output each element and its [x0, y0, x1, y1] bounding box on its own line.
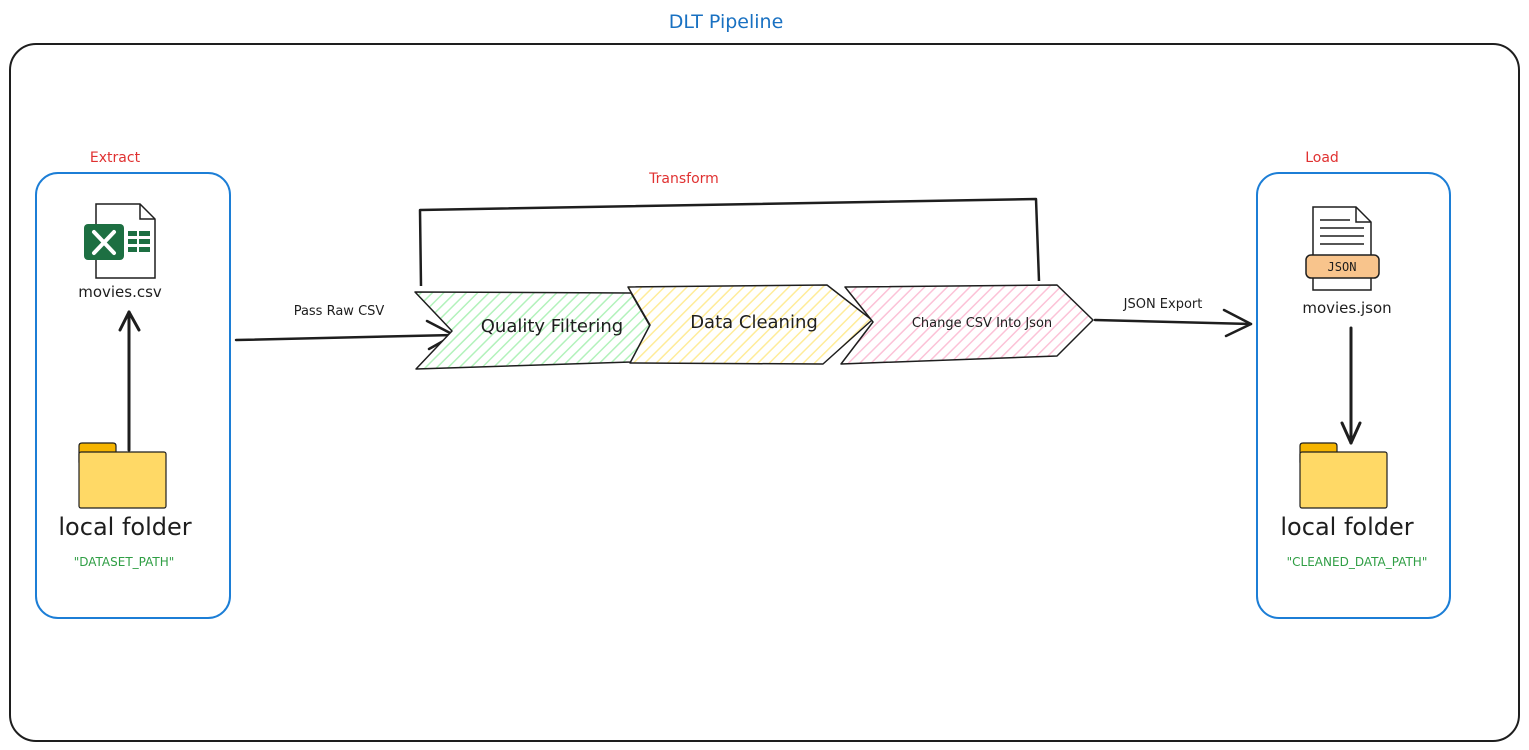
folder-icon: [1299, 442, 1388, 509]
excel-file-icon: [84, 203, 156, 279]
quality-filtering-label: Quality Filtering: [481, 316, 623, 337]
extract-box: [35, 172, 231, 619]
folder-icon: [78, 442, 167, 509]
json-file-icon: [1305, 206, 1380, 291]
pipeline-frame: [9, 43, 1520, 742]
load-folder-label: local folder: [1280, 513, 1413, 541]
pass-raw-csv-arrow: [234, 319, 456, 351]
extract-folder-label: local folder: [58, 513, 191, 541]
extract-upload-arrow: [118, 310, 141, 452]
transform-bracket: [418, 197, 1041, 287]
json-export-arrow: [1093, 308, 1253, 338]
load-path: "CLEANED_DATA_PATH": [1287, 555, 1428, 569]
change-csv-into-json-chevron: [840, 284, 1094, 365]
extract-label: Extract: [90, 150, 141, 166]
json-tag-label: JSON: [1328, 260, 1357, 274]
data-cleaning-label: Data Cleaning: [690, 312, 818, 333]
extract-path: "DATASET_PATH": [74, 555, 175, 569]
load-save-arrow: [1340, 326, 1362, 445]
pass-raw-csv-label: Pass Raw CSV: [294, 304, 385, 319]
load-box: [1256, 172, 1451, 619]
load-label: Load: [1305, 150, 1339, 166]
transform-label: Transform: [648, 171, 719, 187]
data-cleaning-chevron: [627, 284, 873, 365]
change-csv-into-json-label: Change CSV Into Json: [912, 316, 1052, 331]
extract-file-name: movies.csv: [78, 283, 162, 301]
pipeline-title: DLT Pipeline: [669, 11, 784, 33]
load-file-name: movies.json: [1302, 299, 1391, 317]
json-export-label: JSON Export: [1123, 297, 1203, 312]
